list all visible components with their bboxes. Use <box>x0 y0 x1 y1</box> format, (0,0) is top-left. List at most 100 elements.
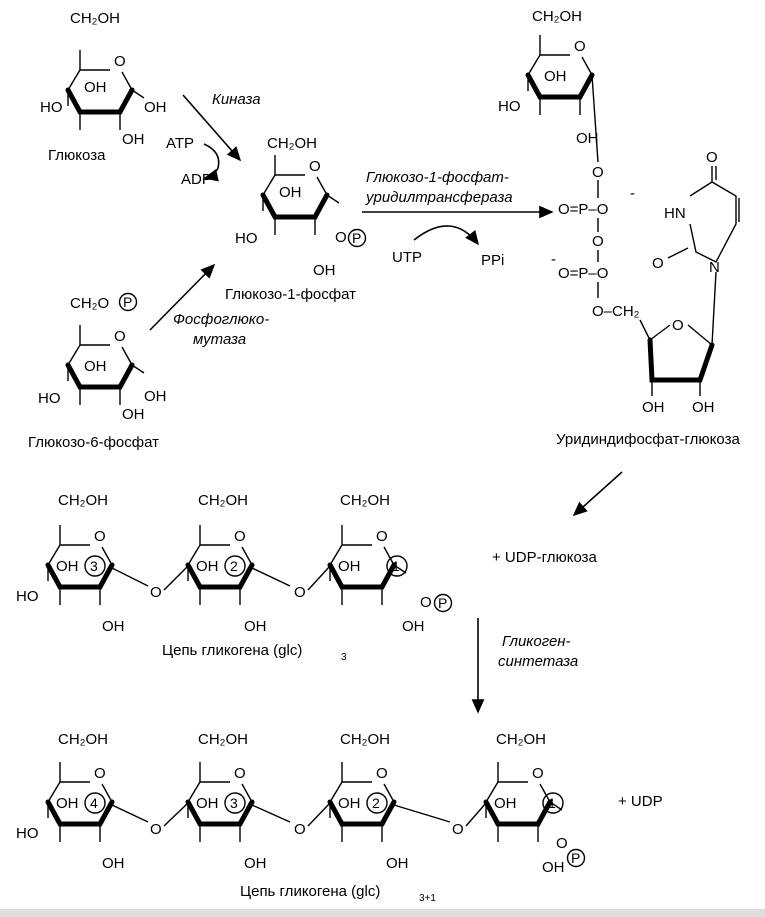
glucose-molecule: CH₂OH O OH HO OH OH Глюкоза <box>40 10 167 164</box>
svg-text:OH: OH <box>244 855 267 872</box>
svg-text:2: 2 <box>230 558 238 574</box>
svg-text:O: O <box>234 528 246 545</box>
svg-text:P: P <box>571 850 580 866</box>
svg-text:CH₂OH: CH₂OH <box>532 8 582 25</box>
g6p-label: Глюкозо-6-фосфат <box>28 434 159 451</box>
udpg-to-chain-arrow <box>572 471 623 517</box>
glucose-1-phosphate-molecule: CH₂OH O OH HO O P OH Глюкозо-1-фосфат <box>225 135 367 303</box>
plus-udpg-label: + UDP-глюкоза <box>492 549 598 566</box>
svg-text:O: O <box>114 53 126 70</box>
svg-text:OH: OH <box>494 795 517 812</box>
svg-text:O: O <box>532 765 544 782</box>
svg-text:OH: OH <box>338 558 361 575</box>
svg-text:OH: OH <box>402 618 425 635</box>
svg-text:HN: HN <box>664 205 686 222</box>
svg-text:O: O <box>294 821 306 838</box>
svg-text:OH: OH <box>56 795 79 812</box>
svg-text:CH₂OH: CH₂OH <box>267 135 317 152</box>
svg-text:P: P <box>123 294 132 310</box>
svg-text:OH: OH <box>642 399 665 416</box>
synthase-label-2: синтетаза <box>498 653 578 670</box>
svg-text:O: O <box>114 328 126 345</box>
svg-text:2: 2 <box>372 795 380 811</box>
mutase-label-2: мутаза <box>193 331 246 348</box>
svg-text:OH: OH <box>56 558 79 575</box>
svg-text:CH₂OH: CH₂OH <box>340 731 390 748</box>
phosphate-2: O=P–O <box>558 265 608 282</box>
chain4-residue-4: CH₂OH O OH 4 HO OH <box>16 731 125 872</box>
svg-text:O: O <box>592 164 604 181</box>
atp-label: ATP <box>166 135 194 152</box>
glycogen-chain-3: CH₂OH O OH 3 HO OH O CH₂OH O OH 2 OH O C… <box>16 492 453 663</box>
svg-text:CH₂OH: CH₂OH <box>496 731 546 748</box>
bottom-border <box>0 909 765 917</box>
mutase-arrow <box>149 263 216 331</box>
svg-text:OH: OH <box>692 399 715 416</box>
svg-text:OH: OH <box>102 618 125 635</box>
svg-text:OH: OH <box>386 855 409 872</box>
chain3-label: Цепь гликогена (glc) <box>162 642 302 659</box>
svg-text:N: N <box>709 259 720 276</box>
svg-text:HO: HO <box>38 390 61 407</box>
svg-text:1: 1 <box>392 558 400 574</box>
svg-text:P: P <box>438 595 447 611</box>
atp-adp-arrow <box>203 143 220 182</box>
udp-glucose-molecule: CH₂OH O OH HO OH O O=P–O - O O=P–O - O–C… <box>498 8 740 448</box>
svg-text:HO: HO <box>235 230 258 247</box>
svg-text:HO: HO <box>498 98 521 115</box>
svg-text:O: O <box>574 38 586 55</box>
svg-text:OH: OH <box>84 79 107 96</box>
svg-text:OH: OH <box>196 558 219 575</box>
svg-text:O: O <box>376 765 388 782</box>
adp-label: ADP <box>181 171 212 188</box>
svg-text:OH: OH <box>144 99 167 116</box>
chain4-label: Цепь гликогена (glc) <box>240 883 380 900</box>
svg-text:3: 3 <box>90 558 98 574</box>
svg-text:O: O <box>420 594 432 611</box>
svg-text:O: O <box>592 233 604 250</box>
synthase-label-1: Гликоген- <box>502 633 571 650</box>
utp-ppi-arrow <box>413 225 479 246</box>
svg-text:OH: OH <box>313 262 336 279</box>
svg-text:3: 3 <box>230 795 238 811</box>
svg-text:O: O <box>150 821 162 838</box>
uridylyl-label-2: уридилтрансфераза <box>365 189 513 206</box>
svg-text:O: O <box>309 158 321 175</box>
svg-text:O: O <box>234 765 246 782</box>
svg-text:P: P <box>352 230 361 246</box>
chain3-residue-1: CH₂OH O OH 1 O P OH <box>330 492 453 635</box>
svg-text:OH: OH <box>196 795 219 812</box>
svg-text:CH₂OH: CH₂OH <box>70 10 120 27</box>
svg-text:OH: OH <box>544 68 567 85</box>
svg-text:OH: OH <box>576 130 599 147</box>
mutase-label-1: Фосфоглюко- <box>173 311 269 328</box>
svg-text:HO: HO <box>16 825 39 842</box>
glucose-6-phosphate-molecule: CH₂O P O OH HO OH OH Глюкозо-6-фосфат <box>28 292 167 451</box>
utp-label: UTP <box>392 249 422 266</box>
uridylyl-label-1: Глюкозо-1-фосфат- <box>366 169 509 186</box>
svg-text:O–CH₂: O–CH₂ <box>592 303 640 320</box>
svg-text:OH: OH <box>279 184 302 201</box>
chain3-residue-2: CH₂OH O OH 2 OH <box>188 492 267 635</box>
svg-text:-: - <box>630 185 635 202</box>
svg-text:OH: OH <box>122 131 145 148</box>
svg-text:O: O <box>94 765 106 782</box>
svg-text:O: O <box>452 821 464 838</box>
svg-text:OH: OH <box>338 795 361 812</box>
svg-text:OH: OH <box>84 358 107 375</box>
svg-text:CH₂OH: CH₂OH <box>340 492 390 509</box>
chain4-residue-1: CH₂OH O OH 1 O P OH <box>486 731 586 876</box>
svg-text:O: O <box>294 584 306 601</box>
svg-text:CH₂OH: CH₂OH <box>198 492 248 509</box>
svg-text:OH: OH <box>122 406 145 423</box>
glucose-label: Глюкоза <box>48 147 106 164</box>
chain3-residue-3: CH₂OH O OH 3 HO OH <box>16 492 125 635</box>
glycogen-chain-4: CH₂OH O OH 4 HO OH O CH₂OH O OH 3 OH O C… <box>16 731 663 904</box>
chain3-subscript: 3 <box>341 652 347 663</box>
svg-text:OH: OH <box>244 618 267 635</box>
chain4-subscript: 3+1 <box>419 893 436 904</box>
chain4-residue-3: CH₂OH O OH 3 OH <box>188 731 267 872</box>
svg-text:-: - <box>551 251 556 268</box>
svg-text:O: O <box>335 229 347 246</box>
